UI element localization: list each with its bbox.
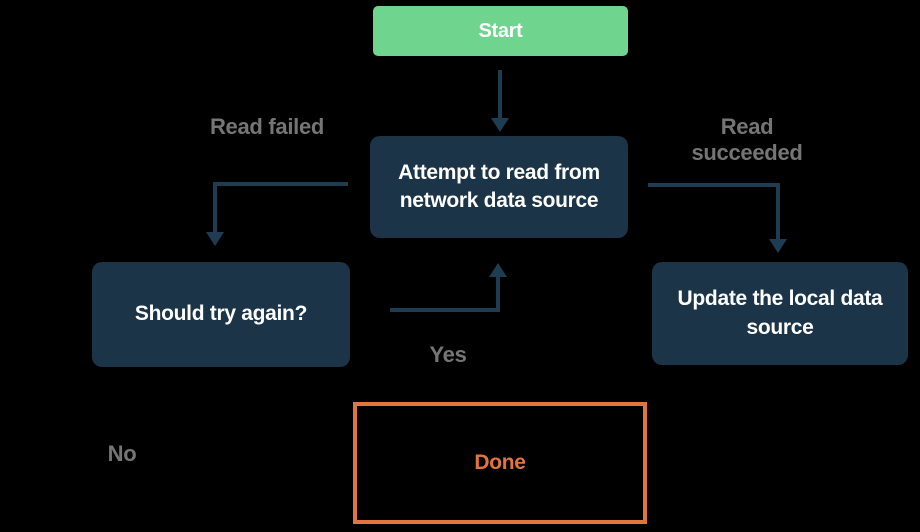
node-start: Start <box>373 6 628 56</box>
edge-label-yes: Yes <box>429 342 467 367</box>
edge-read-succeeded-arrowhead <box>769 239 787 253</box>
edge-label-read-succeeded: Read succeeded <box>691 114 803 166</box>
edge-start-to-attempt-arrowhead <box>491 118 509 132</box>
edge-label-read-failed: Read failed <box>209 114 325 139</box>
edge-start-to-attempt-line <box>498 70 502 118</box>
edge-read-succeeded-hline <box>648 183 778 187</box>
node-update-local-data: Update the local data source <box>652 262 908 365</box>
node-attempt-read: Attempt to read from network data source <box>370 136 628 238</box>
edge-yes-hline <box>390 308 500 312</box>
edge-read-failed-vline <box>213 182 217 232</box>
edge-yes-arrowhead <box>489 263 507 277</box>
edge-read-succeeded-vline <box>776 183 780 239</box>
edge-read-failed-hline <box>215 182 348 186</box>
edge-read-failed-arrowhead <box>206 232 224 246</box>
node-done: Done <box>353 402 647 524</box>
node-should-try-again: Should try again? <box>92 262 350 367</box>
edge-label-no: No <box>107 441 137 466</box>
edge-yes-vline <box>496 277 500 312</box>
